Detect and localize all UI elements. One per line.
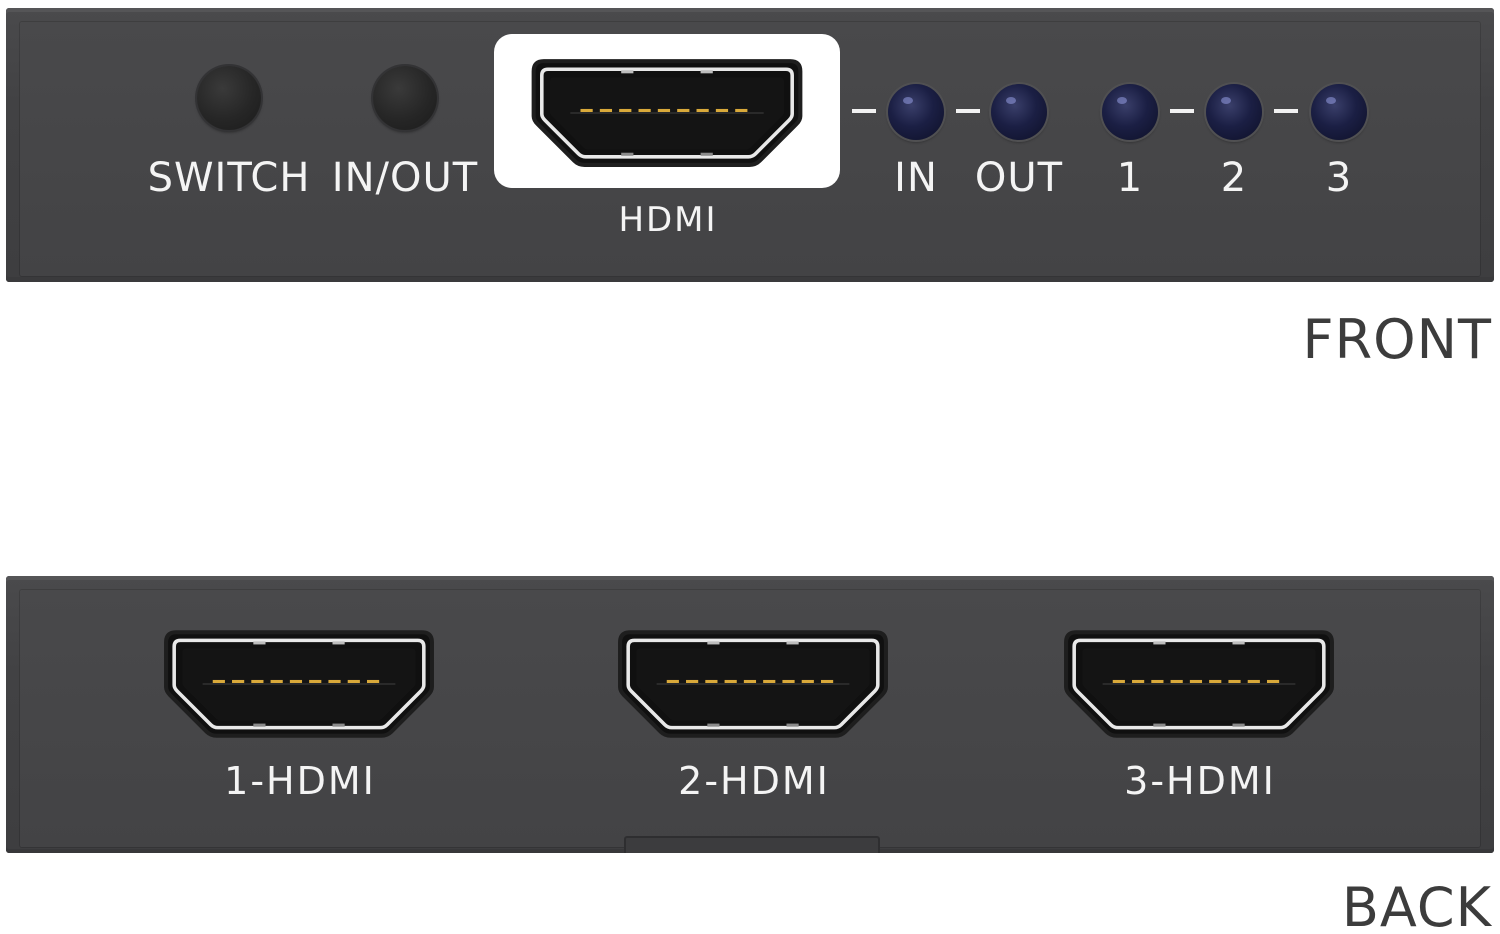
led-connector-line: [1274, 109, 1298, 113]
front-caption: FRONT: [1302, 308, 1492, 371]
in-out-button[interactable]: [373, 66, 437, 130]
switch-button[interactable]: [197, 66, 261, 130]
led-2: [1206, 84, 1262, 140]
led-1-label: 1: [1116, 155, 1144, 201]
hdmi-input-port[interactable]: [529, 55, 805, 169]
hdmi-output-port-2[interactable]: [616, 626, 890, 740]
led-3: [1311, 84, 1367, 140]
led-connector-line: [852, 109, 876, 113]
back-caption: BACK: [1341, 876, 1492, 934]
in-out-label: IN/OUT: [331, 155, 479, 201]
hdmi-port-label: HDMI: [618, 200, 718, 240]
led-3-label: 3: [1325, 155, 1353, 201]
port-3-label: 3-HDMI: [1124, 759, 1276, 803]
led-1: [1102, 84, 1158, 140]
led-connector-line: [1170, 109, 1194, 113]
hdmi-output-port-1[interactable]: [162, 626, 436, 740]
led-out: [991, 84, 1047, 140]
led-in: [888, 84, 944, 140]
led-connector-line: [956, 109, 980, 113]
bottom-tab: [624, 836, 880, 853]
led-in-label: IN: [894, 155, 938, 201]
port-1-label: 1-HDMI: [224, 759, 376, 803]
led-out-label: OUT: [974, 155, 1064, 201]
port-2-label: 2-HDMI: [678, 759, 830, 803]
hdmi-output-port-3[interactable]: [1062, 626, 1336, 740]
switch-label: SWITCH: [147, 155, 311, 201]
led-2-label: 2: [1220, 155, 1248, 201]
